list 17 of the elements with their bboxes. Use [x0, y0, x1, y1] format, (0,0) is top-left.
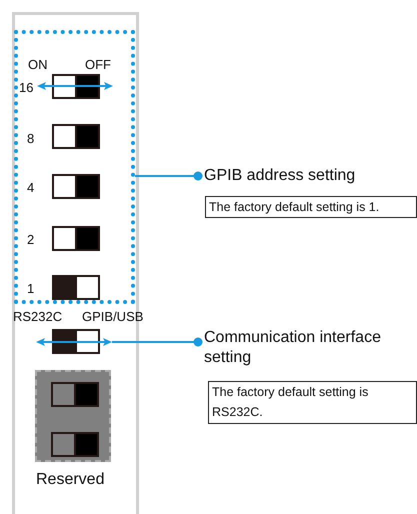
callout-text: Communication interface setting — [204, 328, 417, 368]
position-label: RS232C — [13, 309, 62, 324]
leader-line — [112, 338, 202, 346]
switch-caption: Reserved — [36, 470, 104, 489]
callout-text: GPIB address setting — [204, 166, 417, 186]
leader-line — [135, 172, 202, 180]
note-box: The factory default setting is 1. — [205, 196, 417, 218]
slide-switch-drawing — [36, 329, 112, 355]
switch-number: 8 — [27, 131, 34, 146]
switch-number: 16 — [19, 80, 34, 95]
position-label: ON — [28, 57, 48, 72]
switch-number: 1 — [27, 281, 34, 296]
switch-number: 4 — [27, 180, 34, 195]
position-label: OFF — [85, 57, 111, 72]
switch-number: 2 — [27, 232, 34, 247]
note-box: The factory default setting is RS232C. — [208, 381, 417, 424]
position-label: GPIB/USB — [82, 309, 144, 324]
